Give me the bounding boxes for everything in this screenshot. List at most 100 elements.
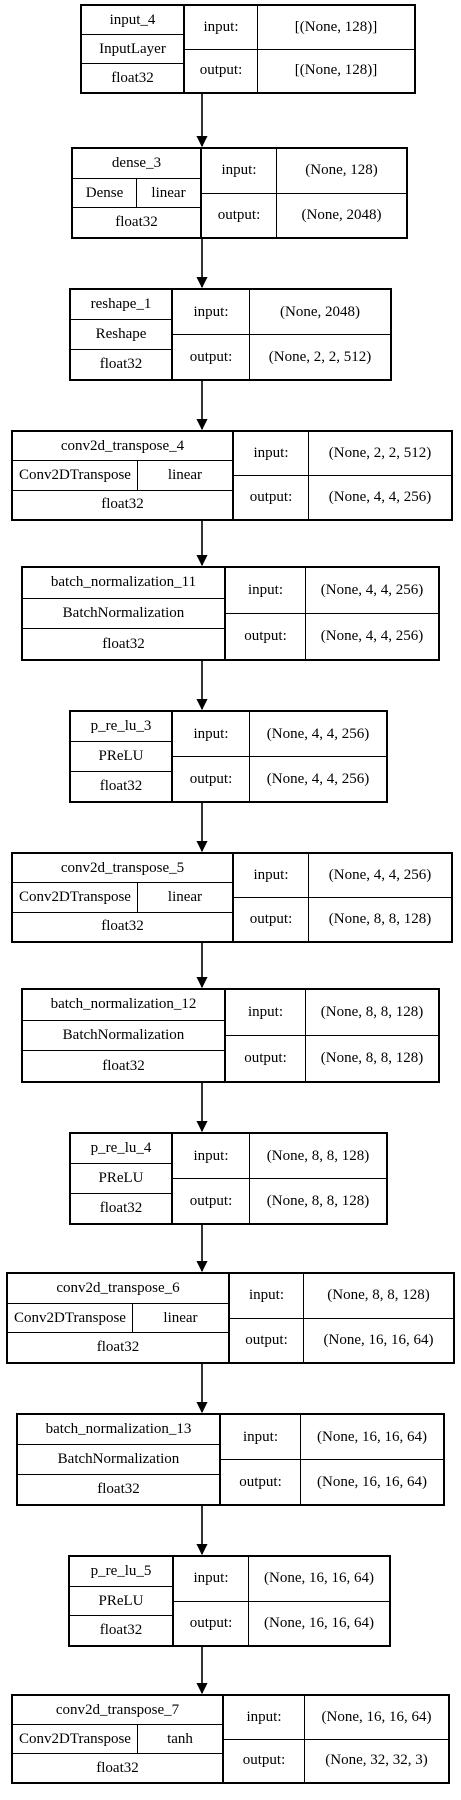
io-labels: input: output: (173, 1134, 249, 1223)
output-shape: (None, 4, 4, 256) (250, 756, 386, 801)
layer-dtype: float32 (18, 1474, 219, 1504)
input-label: input: (193, 303, 229, 320)
layer-name: conv2d_transpose_4 (60, 437, 185, 454)
layer-dtype: float32 (71, 771, 171, 801)
input-label: input: (193, 1147, 229, 1164)
io-labels: input: output: (185, 6, 257, 92)
layer-type: Conv2DTranspose (19, 888, 131, 905)
io-labels: input:output: (202, 149, 276, 237)
input-label: input: (247, 582, 283, 598)
io-labels: input:output: (234, 432, 308, 519)
layer-type: Reshape (71, 319, 171, 349)
layer-type: Conv2DTranspose (14, 1309, 126, 1326)
layer-dtype: float32 (23, 628, 224, 659)
io-labels: input: output: (230, 1274, 303, 1362)
input-shape: (None, 2, 2, 512) (328, 445, 432, 461)
io-labels: input: output: (221, 1415, 300, 1504)
output-shape: (None, 2048) (277, 192, 406, 238)
layer-type: BatchNormalization (23, 1019, 224, 1051)
input-label: input: (203, 18, 239, 35)
layer-activation: linear (136, 178, 200, 208)
layer-dtype: float32 (82, 63, 183, 92)
output-shape: (None, 16, 16, 64) (304, 1317, 453, 1363)
layer-dtype: float32 (70, 1615, 172, 1645)
input-shape: (None, 8, 8, 128) (266, 1147, 370, 1164)
layer-type: PReLU (70, 1585, 172, 1616)
layer-dtype: float32 (73, 207, 200, 237)
io-shapes: (None, 2048) (None, 2, 2, 512) (249, 290, 390, 379)
layer-dtype: float32 (8, 1332, 228, 1362)
io-labels: input:output: (173, 290, 249, 379)
layer-dtype: float32 (13, 489, 232, 519)
io-shapes: (None, 128)(None, 2048) (276, 149, 406, 237)
io-labels: input:output: (234, 854, 308, 941)
output-shape: [(None, 128)] (258, 48, 414, 93)
layer-type: PReLU (71, 741, 171, 771)
input-shape: (None, 2048) (280, 303, 360, 320)
layer-activation: tanh (136, 1725, 222, 1753)
output-shape: (None, 4, 4, 256) (309, 475, 451, 519)
io-labels: input:output: (224, 1696, 304, 1782)
input-shape: (None, 4, 4, 256) (328, 867, 432, 883)
input-label: input: (247, 1004, 283, 1020)
output-label: output: (202, 192, 276, 238)
layer-type: PReLU (71, 1163, 171, 1193)
layer-name: conv2d_transpose_6 (56, 1279, 180, 1296)
layer-name: batch_normalization_11 (50, 574, 197, 591)
layer-dtype: float32 (13, 911, 232, 941)
input-shape: (None, 8, 8, 128) (320, 1004, 424, 1020)
layer-dtype: float32 (23, 1050, 224, 1081)
layer-activation: linear (131, 1303, 228, 1333)
layer-name: p_re_lu_3 (90, 718, 152, 734)
output-shape: (None, 2, 2, 512) (250, 334, 390, 379)
input-shape: (None, 4, 4, 256) (266, 725, 370, 742)
layer-type: BatchNormalization (23, 597, 224, 629)
output-label: output: (230, 1317, 303, 1363)
io-shapes: (None, 16, 16, 64)(None, 16, 16, 64) (248, 1557, 389, 1645)
layer-activation: linear (136, 883, 232, 912)
layer-type: BatchNormalization (18, 1444, 219, 1474)
layer-type-row: Conv2DTranspose linear (13, 882, 232, 912)
layer-type: Conv2DTranspose (19, 1730, 131, 1747)
input-shape: (None, 4, 4, 256) (320, 582, 424, 598)
output-label: output: (234, 475, 308, 519)
layer-name: batch_normalization_12 (50, 996, 197, 1013)
io-labels: input:output: (226, 990, 305, 1081)
layer-dtype: float32 (13, 1753, 222, 1782)
io-labels: input: output: (226, 568, 305, 659)
output-label: output: (173, 1178, 249, 1223)
output-label: output: (224, 1738, 304, 1783)
output-label: output: (185, 48, 257, 93)
input-shape: (None, 16, 16, 64) (317, 1428, 427, 1445)
output-label: output: (226, 613, 305, 659)
layer-name: dense_3 (111, 154, 162, 171)
output-shape: (None, 8, 8, 128) (306, 1035, 438, 1081)
input-label: input: (242, 1428, 278, 1445)
input-label: input: (193, 1570, 229, 1587)
input-shape: (None, 16, 16, 64) (321, 1708, 432, 1725)
output-label: output: (174, 1600, 248, 1646)
input-label: input: (248, 1287, 284, 1304)
layer-name: p_re_lu_4 (90, 1140, 152, 1156)
output-label: output: (221, 1459, 300, 1504)
